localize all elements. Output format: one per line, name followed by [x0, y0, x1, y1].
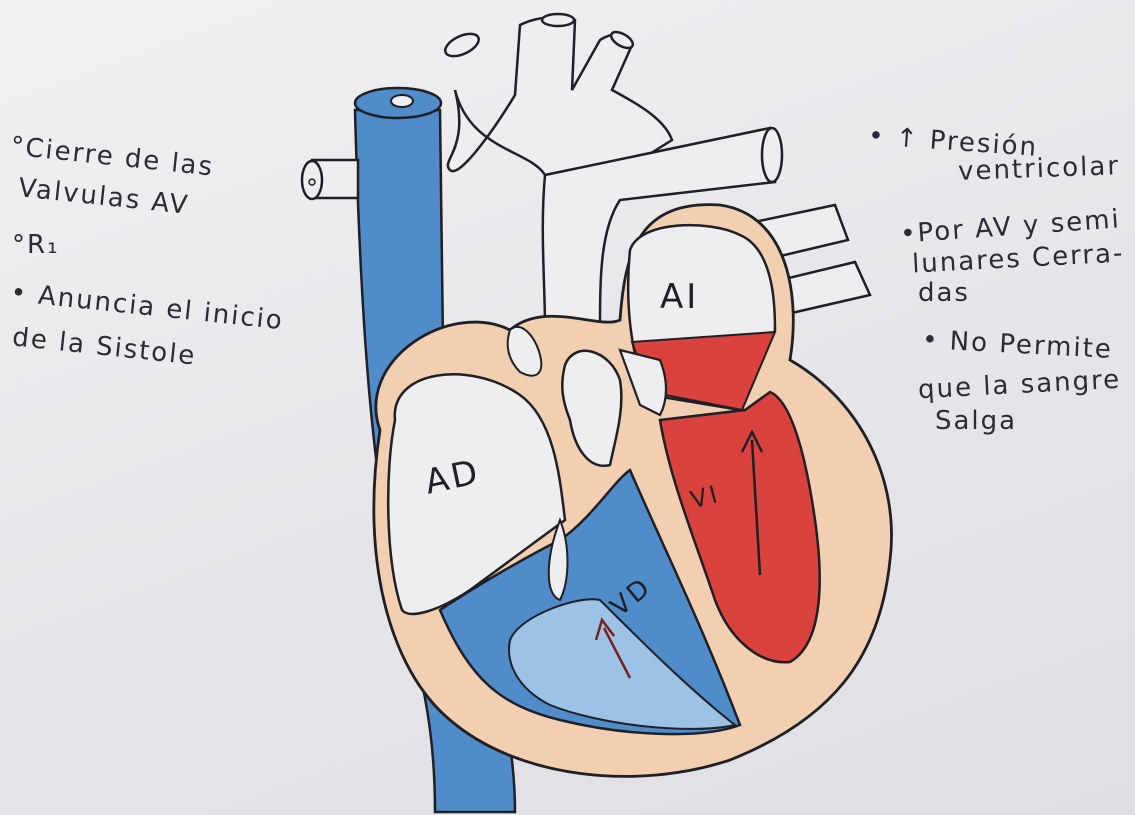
left-note-3: °R₁ [12, 228, 60, 262]
label-left-atrium: AI [660, 277, 699, 317]
right-note-5: das [918, 276, 970, 310]
right-note-2: ventricolar [957, 149, 1120, 189]
aortic-branches [448, 17, 672, 175]
aortic-arch [442, 14, 672, 175]
right-note-8: Salga [935, 404, 1017, 438]
